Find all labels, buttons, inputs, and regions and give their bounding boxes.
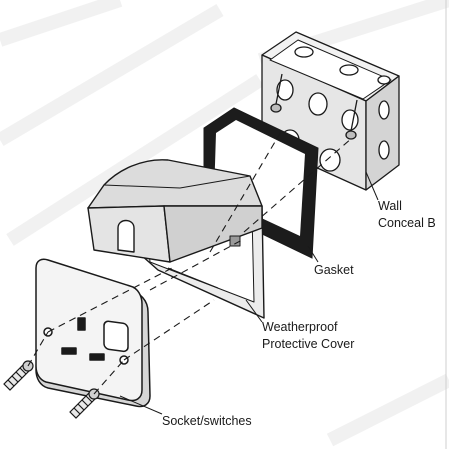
label-socket: Socket/switches bbox=[162, 414, 252, 428]
label-cover-line1: Weatherproof bbox=[262, 320, 338, 334]
label-leaders bbox=[119, 171, 379, 415]
label-gasket: Gasket bbox=[314, 263, 354, 277]
label-cover-line2: Protective Cover bbox=[262, 337, 355, 351]
socket-plate bbox=[35, 258, 151, 408]
weatherproof-cover bbox=[87, 159, 265, 319]
wall-conceal-box bbox=[261, 31, 400, 191]
screw-left bbox=[3, 360, 34, 391]
assembly-guide-lines bbox=[27, 129, 353, 395]
label-wall: Wall bbox=[378, 199, 402, 213]
gasket bbox=[203, 107, 319, 259]
label-conceal-box: Conceal B bbox=[378, 216, 436, 230]
